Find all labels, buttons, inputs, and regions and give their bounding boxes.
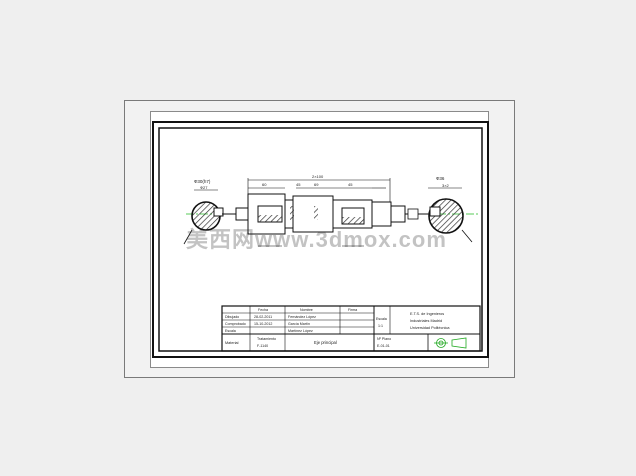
dim-seg4: 45	[348, 182, 353, 187]
tb-treatment-line2: F-1140	[257, 344, 268, 348]
tb-row-scale: Escala	[225, 329, 236, 333]
dim-overall: 2×100	[312, 174, 324, 179]
watermark-text: 美西网www.3dmox.com	[186, 227, 447, 252]
tb-plan-number: E-01-01	[377, 344, 390, 348]
dim-left-diameter: Ф30(h7)	[194, 179, 211, 184]
tb-school-line3: Universidad Politécnica	[410, 326, 450, 330]
tb-row-drawn: Dibujado	[225, 315, 239, 319]
dim-left-bottom: Ф27	[200, 185, 208, 190]
sheet-inner-frame	[150, 111, 489, 368]
tb-name-drawn: Fernández López	[288, 315, 316, 319]
tb-school-line2: Industriales Madrid	[410, 319, 442, 323]
projection-symbol-icon	[434, 337, 467, 349]
tb-date-drawn: 28-02-2011	[254, 315, 272, 319]
dim-seg2: 45	[296, 182, 301, 187]
dim-right-diameter: Ф36	[436, 176, 445, 181]
tb-row-checked: Comprobado	[225, 322, 246, 326]
title-block	[221, 305, 481, 352]
tb-material-label: Material	[225, 341, 239, 345]
dim-seg1: 60	[262, 182, 267, 187]
dimension-lines	[247, 178, 391, 202]
tb-scale-value: 1:1	[378, 324, 383, 328]
tb-header-date: Fecha	[258, 308, 268, 312]
tb-treatment-line1: Tratamiento	[257, 337, 276, 341]
tb-name-checked: García Martín	[288, 322, 310, 326]
shaft-profile	[235, 193, 406, 247]
right-cross-section	[405, 187, 473, 243]
tb-plan-label: Nº Plano	[377, 337, 391, 341]
tb-header-signature: Firma	[348, 308, 357, 312]
left-cross-section	[183, 189, 236, 245]
tb-date-checked: 15-10-2012	[254, 322, 272, 326]
tb-part-title: Eje principal	[314, 340, 337, 345]
tb-name-extra: Martínez López	[288, 329, 313, 333]
tb-school-line1: E.T.S. de Ingenieros	[410, 312, 444, 316]
tb-header-name: Nombre	[300, 308, 313, 312]
shaft-keyway-hatches	[258, 206, 364, 224]
dim-seg3: 69	[314, 182, 319, 187]
tb-scale-label: Escala	[376, 317, 387, 321]
dim-right-bottom: 3×2	[442, 183, 450, 188]
border-outer	[152, 121, 489, 358]
